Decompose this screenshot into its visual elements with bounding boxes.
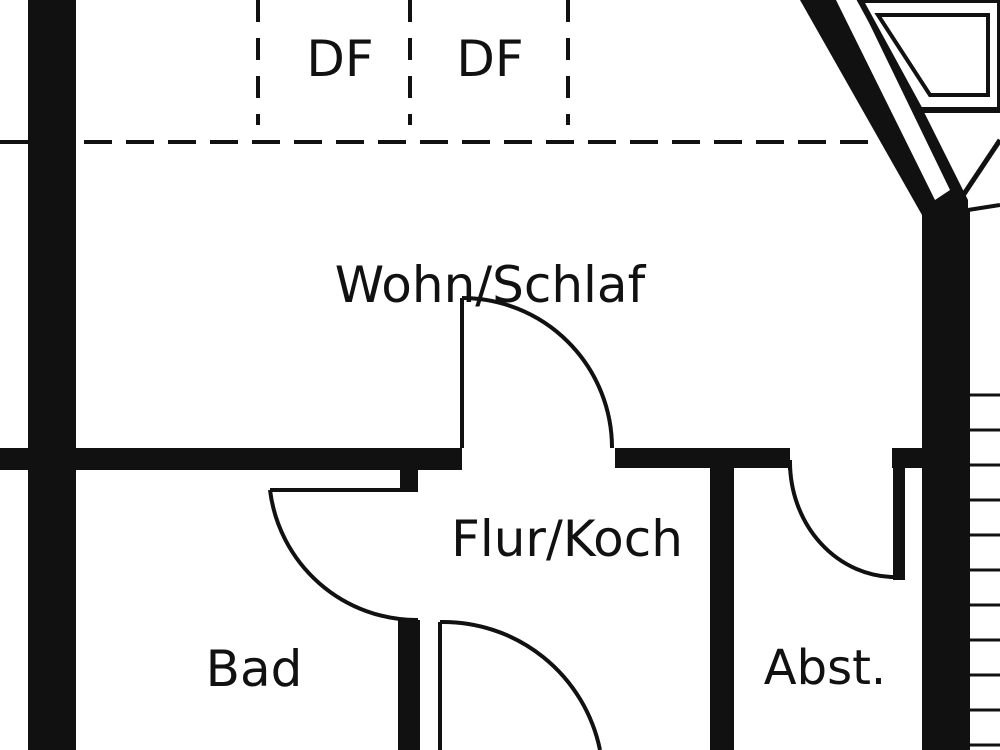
door-swings	[268, 296, 896, 750]
dormer-outlines	[256, 0, 570, 125]
storage-wall	[710, 460, 734, 750]
interior-wall-center	[615, 448, 790, 468]
wall-pier	[400, 470, 418, 492]
room-label-abst: Abst.	[764, 640, 886, 696]
storage-door-jamb	[893, 460, 905, 580]
dormer-label-left: DF	[306, 30, 373, 88]
bathroom-wall	[398, 620, 420, 750]
left-exterior-wall	[28, 0, 76, 750]
roof-window-section	[800, 0, 1000, 215]
room-label-wohn-schlaf: Wohn/Schlaf	[335, 256, 647, 314]
room-label-flur-koch: Flur/Koch	[451, 510, 683, 568]
room-label-bad: Bad	[206, 640, 303, 698]
interior-wall-left	[0, 448, 462, 470]
dormer-label-right: DF	[456, 30, 523, 88]
stair-treads	[970, 393, 1000, 747]
right-exterior-wall	[922, 210, 970, 750]
